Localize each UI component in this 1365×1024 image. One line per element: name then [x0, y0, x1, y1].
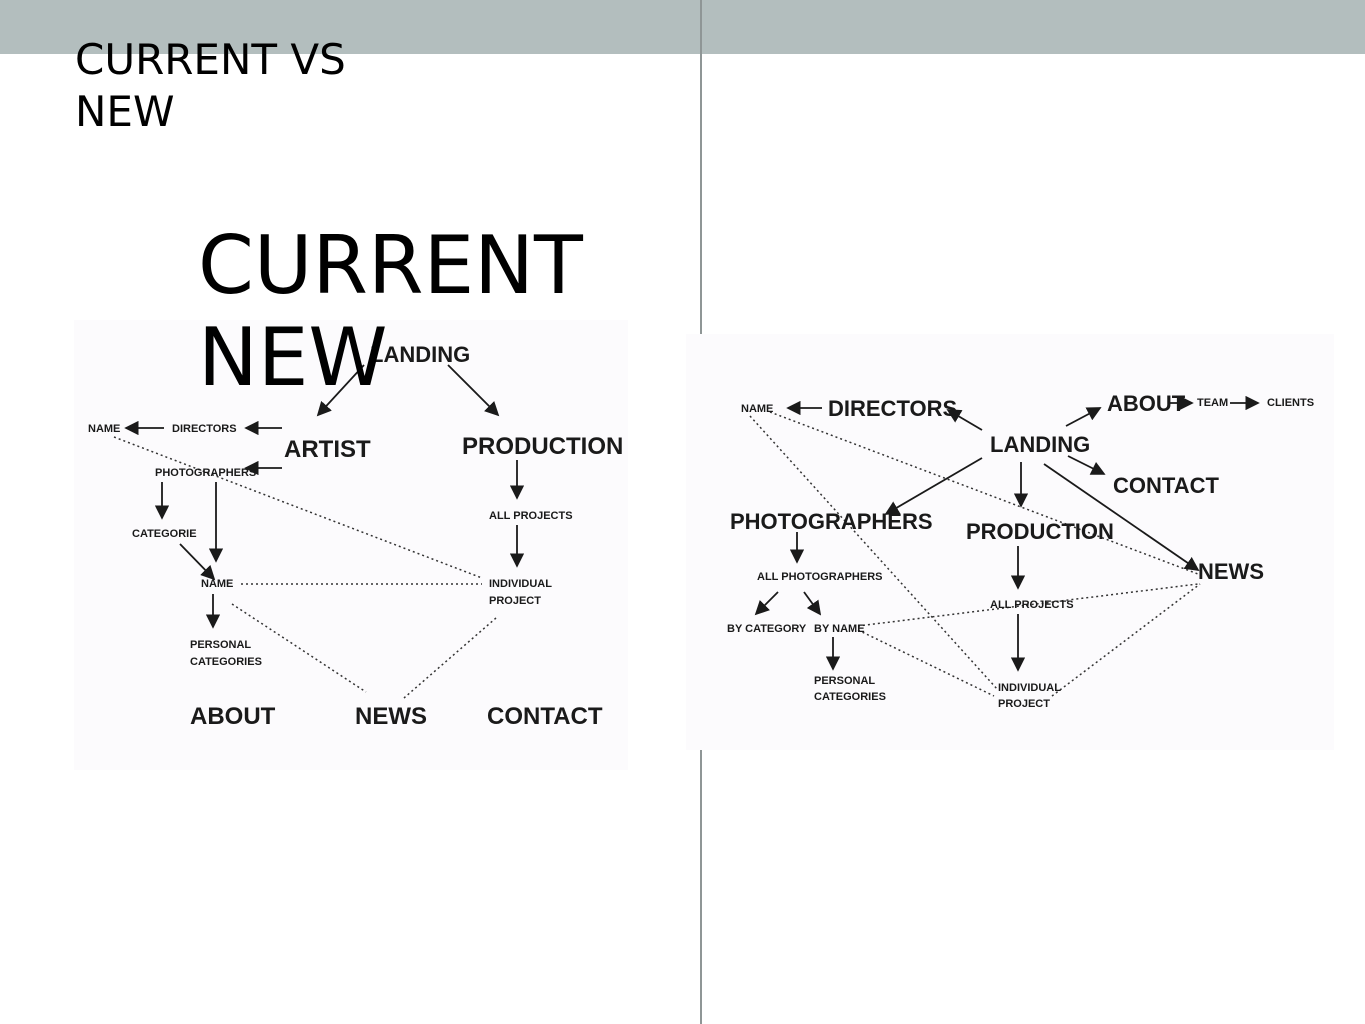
node-about: ABOUT: [1107, 391, 1186, 416]
edge-landing-photographers: [884, 457, 983, 515]
dotted-name-individual: [113, 436, 483, 579]
node-news: NEWS: [1198, 559, 1264, 584]
node-by-name: BY NAME: [814, 623, 865, 635]
new-sitemap-diagram: NAME DIRECTORS LANDING ABOUT TEAM CLIENT…: [727, 391, 1314, 710]
slide-title: CURRENT VS NEW: [75, 34, 375, 138]
dotted-individual-news: [403, 617, 497, 699]
edge-landing-about: [1065, 407, 1102, 427]
node-all-projects: ALL PROJECTS: [489, 510, 573, 522]
node-directors: DIRECTORS: [828, 396, 957, 421]
edge-landing-contact: [1067, 455, 1106, 475]
node-individual-project-line1: INDIVIDUAL: [489, 578, 552, 590]
node-artist: ARTIST: [284, 436, 371, 463]
node-clients: CLIENTS: [1267, 397, 1314, 409]
edge-landing-artist: [316, 364, 365, 417]
dotted-individual-news: [1051, 583, 1201, 697]
node-all-photographers: ALL PHOTOGRAPHERS: [757, 571, 883, 583]
edge-landing-news: [1043, 463, 1200, 572]
node-name: NAME: [201, 578, 233, 590]
slide-title-line-2: NEW: [75, 87, 175, 136]
node-about: ABOUT: [190, 703, 276, 730]
node-name-top: NAME: [88, 423, 120, 435]
edge-landing-directors: [946, 409, 983, 431]
node-individual-project-line2: PROJECT: [489, 595, 541, 607]
node-contact: CONTACT: [1113, 473, 1219, 498]
node-individual-project-line2: PROJECT: [998, 698, 1050, 710]
node-contact: CONTACT: [487, 703, 603, 730]
node-name: NAME: [741, 403, 773, 415]
current-label: CURRENT: [198, 219, 583, 312]
dotted-byname-individual: [857, 629, 995, 697]
current-sitemap-diagram: LANDING ARTIST PRODUCTION NAME DIRECTORS…: [88, 342, 623, 730]
node-personal-categories-line2: CATEGORIES: [190, 656, 262, 668]
dotted-name-individual: [749, 415, 999, 691]
node-team: TEAM: [1197, 397, 1228, 409]
slide-title-line-1: CURRENT VS: [75, 35, 346, 84]
edge-all-byname: [803, 591, 822, 616]
node-production: PRODUCTION: [462, 433, 623, 460]
dotted-name-news: [231, 603, 367, 693]
edge-all-bycategory: [754, 591, 779, 616]
dotted-byname-news: [857, 583, 1199, 627]
node-news: NEWS: [355, 703, 427, 730]
node-directors: DIRECTORS: [172, 423, 237, 435]
node-landing: LANDING: [370, 342, 470, 367]
current-sitemap-image: LANDING ARTIST PRODUCTION NAME DIRECTORS…: [74, 320, 628, 770]
node-landing: LANDING: [990, 432, 1090, 457]
node-production: PRODUCTION: [966, 519, 1114, 544]
new-sitemap-image: NAME DIRECTORS LANDING ABOUT TEAM CLIENT…: [686, 334, 1334, 750]
node-personal-categories-line2: CATEGORIES: [814, 691, 886, 703]
node-individual-project-line1: INDIVIDUAL: [998, 682, 1061, 694]
node-all-projects: ALL PROJECTS: [990, 599, 1074, 611]
top-bar: [0, 0, 1365, 54]
new-label: NEW: [198, 311, 388, 404]
node-personal-categories-line1: PERSONAL: [190, 639, 251, 651]
dotted-name-news: [769, 411, 1199, 575]
node-photographers: PHOTOGRAPHERS: [730, 509, 933, 534]
node-by-category: BY CATEGORY: [727, 623, 807, 635]
node-photographers: PHOTOGRAPHERS: [155, 467, 256, 479]
current-new-label: CURRENT NEW: [198, 220, 583, 404]
node-personal-categories-line1: PERSONAL: [814, 675, 875, 687]
node-categorie: CATEGORIE: [132, 528, 197, 540]
edge-categorie-name: [179, 543, 216, 581]
edge-landing-production: [447, 364, 500, 417]
